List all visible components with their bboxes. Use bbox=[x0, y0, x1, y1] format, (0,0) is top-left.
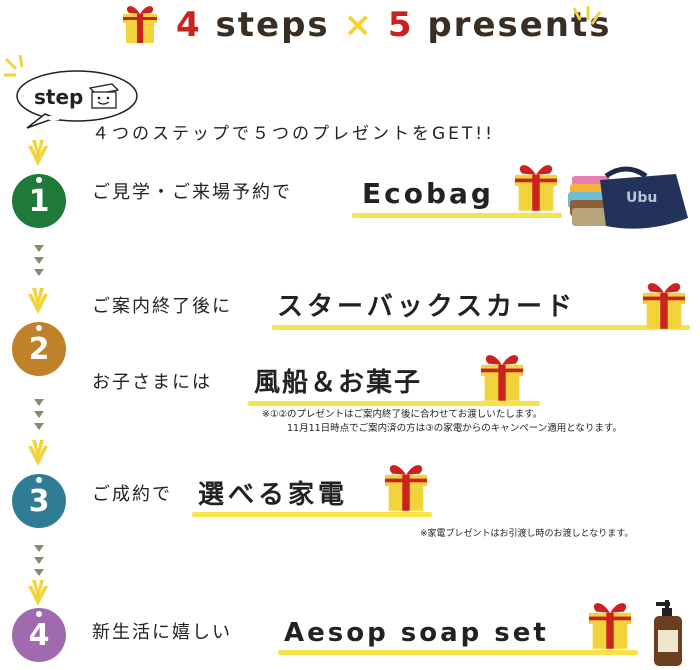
header-word-presents: presents bbox=[427, 5, 612, 45]
soap-bottle-icon bbox=[654, 600, 682, 666]
step-number-badge: 3 bbox=[12, 474, 66, 528]
header-gift-icon bbox=[123, 6, 157, 43]
step2-note-2: 11月11日時点でご案内済の方は③の家電からのキャンペーン適用となります。 bbox=[287, 423, 622, 434]
header-num-steps: 4 bbox=[176, 5, 202, 45]
header-word-steps: steps bbox=[215, 5, 330, 45]
step-number-badge: 4 bbox=[12, 608, 66, 662]
badge-hole bbox=[36, 477, 42, 483]
header-num-presents: 5 bbox=[387, 5, 414, 45]
step2-lead-b: お子さまには bbox=[92, 372, 212, 393]
gift-icon bbox=[642, 283, 686, 329]
step2-highlight-b: 風船＆お菓子 bbox=[254, 368, 423, 398]
step-connector-arrows bbox=[34, 245, 44, 276]
step2-note-1: ※①②のプレゼントはご案内終了後に合わせてお渡しいたします。 bbox=[262, 409, 543, 420]
step-connector-arrows bbox=[34, 399, 44, 430]
svg-text:Ubu: Ubu bbox=[626, 190, 657, 206]
sparkle-icon bbox=[572, 6, 602, 25]
step-connector-arrows bbox=[34, 545, 44, 576]
step4-underline bbox=[278, 650, 638, 655]
badge-hole bbox=[36, 325, 42, 331]
step4-highlight: Aesop soap set bbox=[284, 618, 549, 648]
gift-icon bbox=[588, 603, 632, 649]
tag-ribbon-icon bbox=[28, 580, 48, 606]
step3-highlight: 選べる家電 bbox=[198, 480, 349, 510]
step1-lead: ご見学・ご来場予約で bbox=[92, 182, 292, 203]
tag-ribbon-icon bbox=[28, 140, 48, 166]
gift-icon bbox=[514, 165, 558, 211]
badge-hole bbox=[36, 611, 42, 617]
header-times: × bbox=[343, 5, 374, 45]
badge-hole bbox=[36, 177, 42, 183]
step-bubble-label: step bbox=[34, 85, 84, 109]
smile-box-icon bbox=[88, 83, 120, 109]
tag-ribbon-icon bbox=[28, 288, 48, 314]
gift-icon bbox=[384, 465, 428, 511]
step3-note: ※家電プレゼントはお引渡し時のお渡しとなります。 bbox=[420, 529, 634, 539]
header-title: 4 steps × 5 presents bbox=[176, 8, 612, 42]
step-number-badge: 2 bbox=[12, 322, 66, 376]
gift-icon bbox=[480, 355, 524, 401]
step4-lead: 新生活に嬉しい bbox=[92, 622, 232, 643]
step2b-underline bbox=[248, 401, 540, 406]
ecobag-image-icon: Ubu bbox=[568, 166, 688, 229]
step1-underline bbox=[352, 213, 562, 218]
step2-lead: ご案内終了後に bbox=[92, 296, 232, 317]
step-number-badge: 1 bbox=[12, 174, 66, 228]
step3-underline bbox=[192, 512, 432, 517]
step3-lead: ご成約で bbox=[92, 484, 172, 505]
step2-highlight: スターバックスカード bbox=[277, 292, 576, 322]
sparkle-icon bbox=[4, 55, 24, 77]
step1-highlight: Ecobag bbox=[362, 177, 494, 210]
intro-text: ４つのステップで５つのプレゼントをGET!! bbox=[92, 124, 495, 144]
step2-underline bbox=[272, 325, 690, 330]
tag-ribbon-icon bbox=[28, 440, 48, 466]
